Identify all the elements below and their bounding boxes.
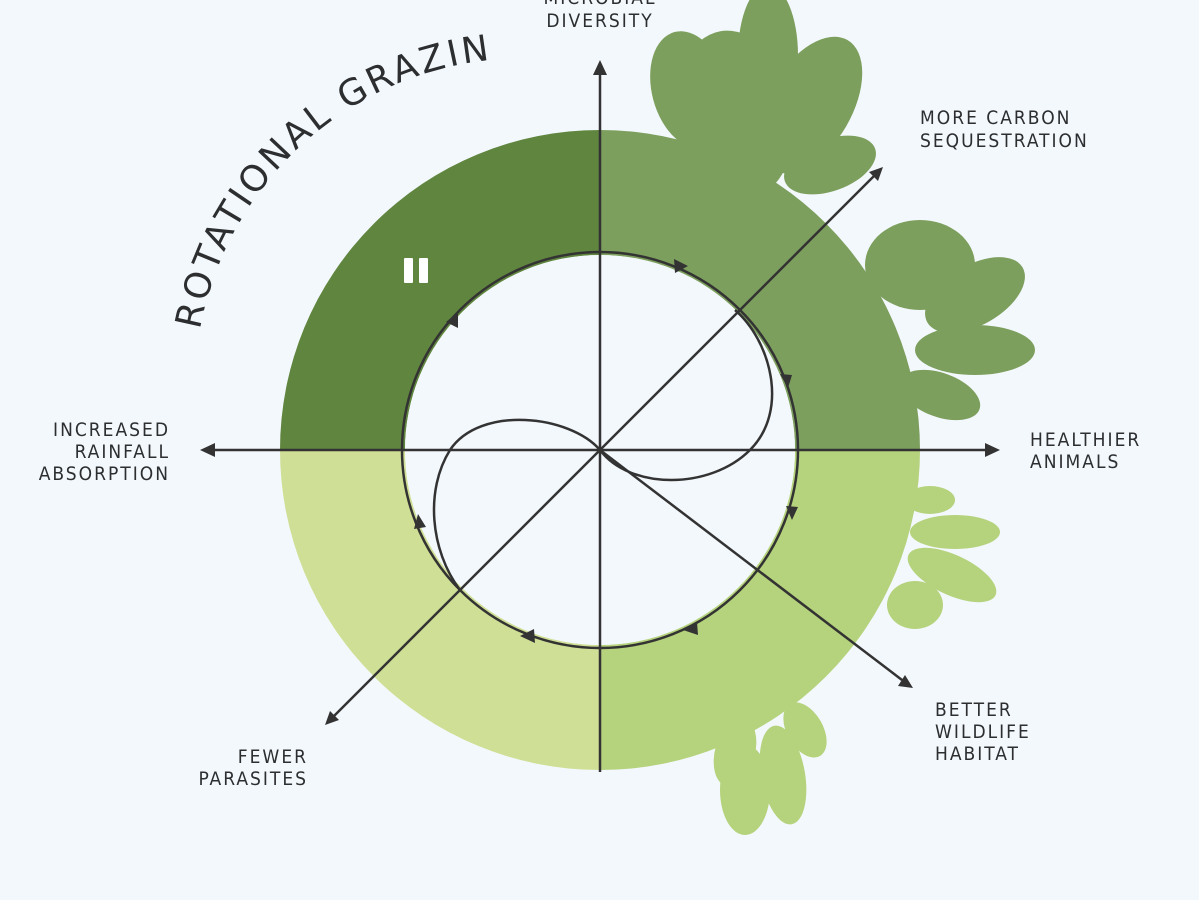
loop-arrow-1 <box>674 259 688 273</box>
leaf-cluster-right <box>865 220 1035 421</box>
loop-arrow-2 <box>780 374 792 388</box>
label-top-right-line-2: SEQUESTRATION <box>920 130 1089 152</box>
leaf-cluster-lower-right <box>887 486 1000 629</box>
ring-quadrant-top-left <box>280 130 600 450</box>
cycle-inner-curve-left <box>432 418 601 591</box>
label-left: INCREASED RAINFALL ABSORPTION <box>39 419 170 485</box>
loop-arrow-5 <box>520 629 535 643</box>
label-right-line-2: ANIMALS <box>1030 451 1120 473</box>
cycle-loops <box>400 250 800 650</box>
arrowhead-upper-right <box>869 167 883 181</box>
cycle-inner-curve-right <box>599 309 774 482</box>
label-bottom-left-line-1: FEWER <box>238 746 308 768</box>
loop-arrow-3 <box>786 506 798 520</box>
label-top-line-2: DIVERSITY <box>546 10 653 32</box>
axis-diagonal-lower <box>333 449 601 717</box>
label-top-right-line-1: MORE CARBON <box>920 107 1071 129</box>
label-left-line-2: RAINFALL <box>75 441 170 463</box>
axis-diagonal-lower-right <box>599 449 903 681</box>
label-top-right: MORE CARBON SEQUESTRATION <box>920 107 1089 152</box>
label-bottom-right-line-3: HABITAT <box>935 743 1020 765</box>
label-bottom-right-line-2: WILDLIFE <box>935 721 1031 743</box>
label-right-line-1: HEALTHIER <box>1030 429 1141 451</box>
label-bottom-left: FEWER PARASITES <box>198 746 308 790</box>
arrowhead-lower-right <box>898 675 913 688</box>
loop-arrow-7 <box>446 312 458 328</box>
arrowhead-left <box>200 443 215 457</box>
loop-arrow-6 <box>414 514 426 529</box>
label-right: HEALTHIER ANIMALS <box>1030 429 1141 473</box>
label-top: MICROBIAL DIVERSITY <box>543 0 656 32</box>
label-top-line-1: MICROBIAL <box>543 0 656 9</box>
pause-icon <box>404 258 428 283</box>
arrowhead-top <box>593 60 607 75</box>
label-left-line-1: INCREASED <box>53 419 170 441</box>
label-bottom-right-line-1: BETTER <box>935 699 1013 721</box>
loop-arrow-4 <box>683 622 698 635</box>
arrowhead-lower-left <box>325 711 339 725</box>
label-left-line-3: ABSORPTION <box>39 463 170 485</box>
label-bottom-right: BETTER WILDLIFE HABITAT <box>935 699 1031 765</box>
arrowhead-right <box>985 443 1000 457</box>
cycle-circle <box>400 250 800 650</box>
ring-quadrant-bottom-right <box>600 450 920 770</box>
label-bottom-left-line-2: PARASITES <box>198 768 308 790</box>
